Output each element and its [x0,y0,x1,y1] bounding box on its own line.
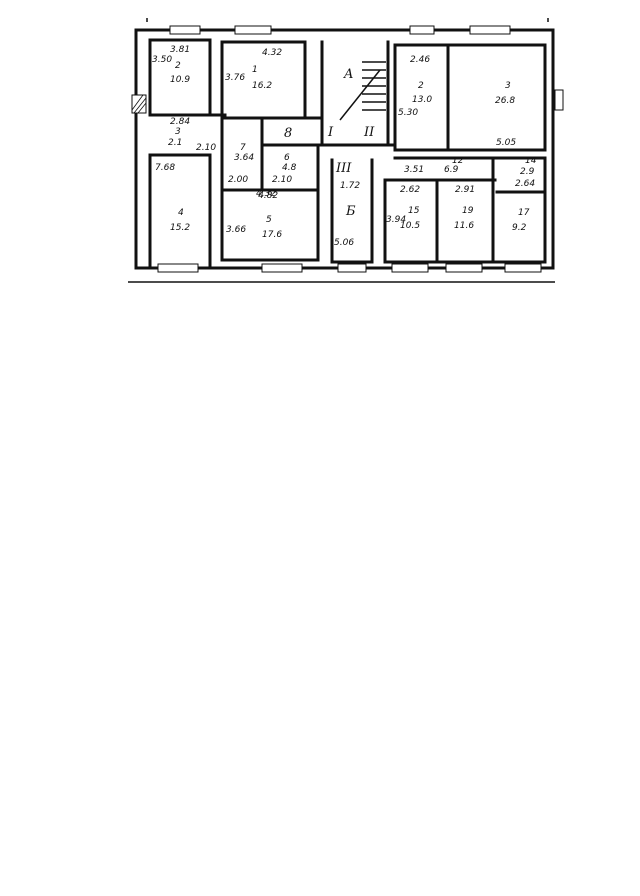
room-4-area: 15.2 [170,223,190,233]
room-6-area: 4.8 [282,163,297,173]
stair-i-label: I [327,125,334,140]
room-4-number: 4 [178,208,184,218]
room-2-dim-height: 3.50 [152,55,172,65]
room-2-dim-width: 3.81 [170,45,190,55]
room-3-area: 26.8 [495,96,515,106]
room-17-area: 9.2 [512,223,527,233]
stair-a [339,61,386,121]
room-8-number: 8 [284,126,292,141]
room-19-dim: 2.91 [455,185,475,195]
room-15-area: 10.5 [400,221,420,231]
room-A-label: A [343,67,353,82]
room-3-number: 3 [505,81,511,91]
room-3-dim: 5.05 [496,138,516,148]
room-2b-number: 2 [418,81,424,91]
hatched-column [131,94,147,114]
room-2-number: 2 [175,61,181,71]
room-3s-number: 3 [175,127,181,137]
room-14-area: 2.9 [520,167,535,177]
room-15-dim: 3.94 [386,215,406,225]
room-6-dim-a: 2.10 [272,175,292,185]
windows [157,25,564,273]
room-3s-dim-width: 2.84 [170,117,190,127]
room-19-area: 11.6 [454,221,474,231]
room-7-area: 3.64 [234,153,254,163]
room-b-dim-height: 5.06 [334,238,354,248]
room-5-area: 17.6 [262,230,282,240]
room-1-area: 16.2 [252,81,272,91]
room-12-dim-b: 2.62 [400,185,420,195]
room-1-number: 1 [252,65,258,75]
room-3s-area: 2.1 [168,138,182,148]
room-12-dim-a: 3.51 [404,165,424,175]
room-12-area: 6.9 [444,165,459,175]
room-5-dim-height: 3.66 [226,225,246,235]
room-14-dim: 2.64 [515,179,535,189]
room-labels: 3.81 2 10.9 3.50 4.32 1 16.2 3.76 A 2.46… [152,45,537,248]
stair-ii-label: II [363,125,375,140]
room-1-dim-width: 4.32 [262,48,282,58]
room-b-number: Б [345,204,356,219]
interior-walls [148,38,547,270]
room-17-number: 17 [518,208,530,218]
room-4-dim: 7.68 [155,163,175,173]
room-b-dim-width: 1.72 [340,181,360,191]
room-15-number: 15 [408,206,420,216]
room-2b-area: 13.0 [412,95,432,105]
stair-iii-label: III [335,161,352,176]
room-6-dim-b: 4.32 [256,189,276,199]
room-1-dim-height: 3.76 [225,73,245,83]
room-5-number: 5 [266,215,272,225]
room-2-area: 10.9 [170,75,190,85]
room-19-number: 19 [462,206,474,216]
room-2b-dim-width: 2.46 [410,55,430,65]
room-12-number: 12 [452,156,464,166]
room-2b-dim-height: 5.30 [398,108,418,118]
room-5-dim-c: 2.00 [228,175,248,185]
room-7-number: 7 [240,143,246,153]
room-6-number: 6 [284,153,290,163]
room-5-dim-width: 4.82 [258,191,278,201]
room-3s-dim-height: 2.10 [196,143,216,153]
room-14-number: 14 [525,156,537,166]
